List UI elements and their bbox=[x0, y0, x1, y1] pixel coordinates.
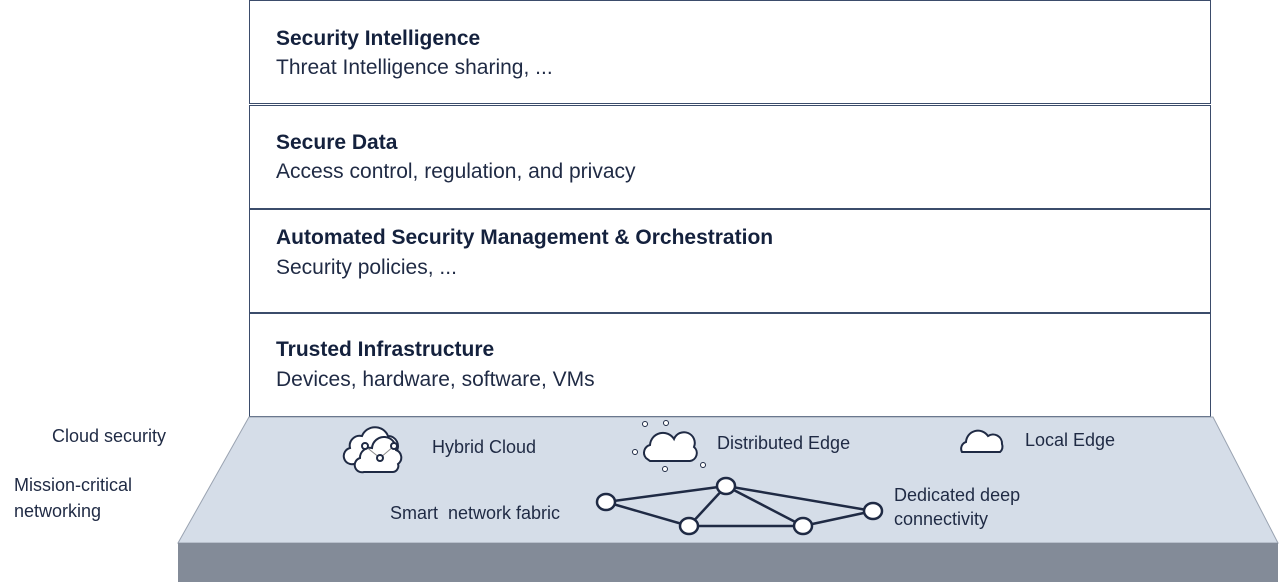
hybrid-cloud-icon bbox=[342, 426, 403, 474]
layer-secure-data: Secure Data Access control, regulation, … bbox=[249, 105, 1211, 209]
layer-subtitle: Access control, regulation, and privacy bbox=[276, 160, 636, 183]
local-edge-label: Local Edge bbox=[1025, 430, 1116, 450]
layer-subtitle: Threat Intelligence sharing, ... bbox=[276, 56, 553, 79]
mission-critical-networking-label: Mission-critical networking bbox=[14, 475, 133, 521]
layer-automated-security: Automated Security Management & Orchestr… bbox=[249, 209, 1211, 313]
distributed-edge-label: Distributed Edge bbox=[717, 433, 851, 453]
layer-title: Automated Security Management & Orchestr… bbox=[276, 226, 774, 249]
layer-title: Secure Data bbox=[276, 131, 398, 154]
cloud-security-label: Cloud security bbox=[52, 426, 167, 446]
smart-network-fabric-label: Smart network fabric bbox=[390, 503, 561, 523]
hybrid-cloud-label: Hybrid Cloud bbox=[432, 437, 537, 457]
layer-security-intelligence: Security Intelligence Threat Intelligenc… bbox=[249, 0, 1211, 104]
layer-title: Trusted Infrastructure bbox=[276, 338, 495, 361]
local-edge-icon bbox=[960, 429, 1004, 453]
layer-trusted-infrastructure: Trusted Infrastructure Devices, hardware… bbox=[249, 313, 1211, 417]
network-fabric-icon bbox=[595, 476, 884, 536]
layer-title: Security Intelligence bbox=[276, 27, 481, 50]
layer-subtitle: Security policies, ... bbox=[276, 256, 457, 279]
dedicated-connectivity-label: Dedicated deep connectivity bbox=[894, 485, 1021, 529]
platform-base bbox=[178, 543, 1278, 582]
distributed-edge-icon bbox=[632, 420, 706, 472]
layer-subtitle: Devices, hardware, software, VMs bbox=[276, 368, 595, 391]
